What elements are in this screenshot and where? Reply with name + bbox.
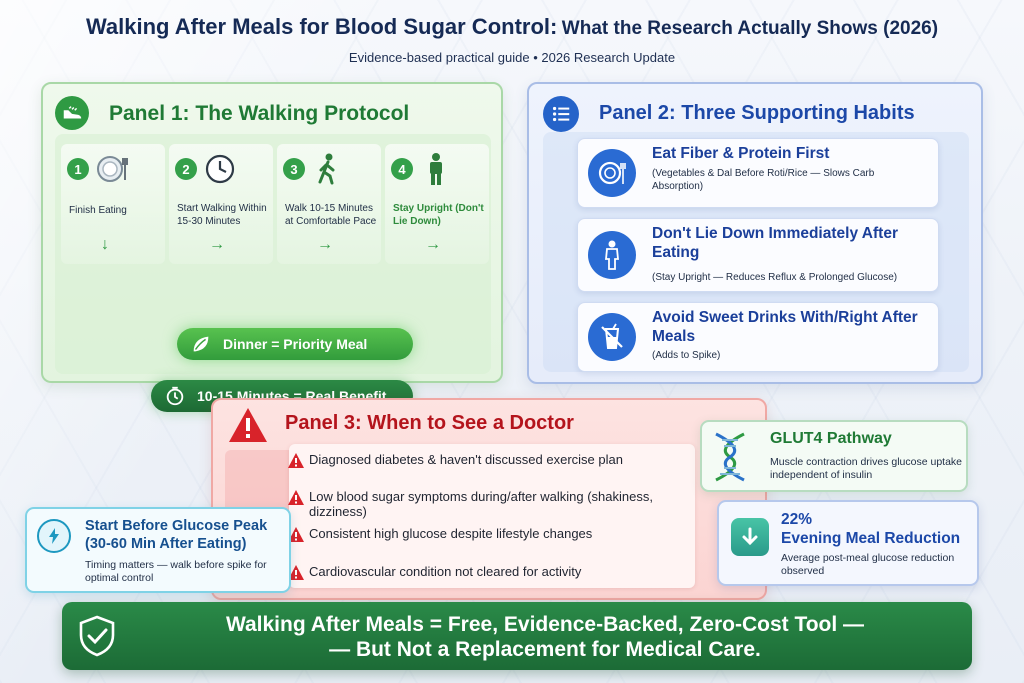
warning-icon xyxy=(288,527,304,542)
plate-icon xyxy=(97,156,128,182)
clock-icon xyxy=(205,154,235,184)
walker-icon xyxy=(318,153,335,185)
protocol-step-4: 4 Stay Upright (Don't Lie Down) → xyxy=(385,144,489,264)
footer-line-1: Walking After Meals = Free, Evidence-Bac… xyxy=(225,613,865,636)
warning-text: Diagnosed diabetes & haven't discussed e… xyxy=(309,452,623,467)
dinner-priority-pill: Dinner = Priority Meal xyxy=(177,328,413,360)
warning-text: Cardiovascular condition not cleared for… xyxy=(309,564,582,579)
timing-title: Start Before Glucose Peak (30-60 Min Aft… xyxy=(85,518,268,552)
panel2-title: Panel 2: Three Supporting Habits xyxy=(599,102,915,124)
footer-line-2: — But Not a Replacement for Medical Care… xyxy=(329,638,761,661)
reduction-subtitle: Average post-meal glucose reduction obse… xyxy=(781,552,955,577)
habit-card-fiber: Eat Fiber & Protein First (Vegetables & … xyxy=(577,138,939,208)
down-arrow-icon: ↓ xyxy=(101,236,109,253)
habit-card-sweet-drinks: Avoid Sweet Drinks With/Right After Meal… xyxy=(577,302,939,372)
habit-subtitle: (Stay Upright — Reduces Reflux & Prolong… xyxy=(652,272,898,283)
right-arrow-icon: → xyxy=(425,236,441,253)
panel2-body: Eat Fiber & Protein First (Vegetables & … xyxy=(543,132,969,372)
timing-card: Start Before Glucose Peak (30-60 Min Aft… xyxy=(25,507,291,593)
lightning-clock-icon xyxy=(37,519,71,553)
right-arrow-icon: → xyxy=(209,236,225,253)
pill-label: Dinner = Priority Meal xyxy=(223,336,368,352)
shield-check-icon xyxy=(79,615,115,657)
habit-title: Avoid Sweet Drinks With/Right After Meal… xyxy=(652,309,918,345)
glut4-title: GLUT4 Pathway xyxy=(770,430,892,447)
plate-icon xyxy=(588,149,636,197)
glut4-card: GLUT4 Pathway Muscle contraction drives … xyxy=(700,420,968,492)
panel-see-doctor: Panel 3: When to See a Doctor Diagnosed … xyxy=(211,398,767,600)
warning-icon xyxy=(229,408,267,442)
step-label: Finish Eating xyxy=(69,205,127,216)
panel3-title: Panel 3: When to See a Doctor xyxy=(285,412,574,434)
panel1-title: Panel 1: The Walking Protocol xyxy=(109,102,410,125)
list-icon xyxy=(543,96,579,132)
down-arrow-icon xyxy=(731,518,769,556)
standing-person-icon xyxy=(430,153,442,185)
step-number: 1 xyxy=(67,158,89,180)
warning-icon xyxy=(288,453,304,468)
panel3-body: Diagnosed diabetes & haven't discussed e… xyxy=(288,444,695,588)
dna-icon xyxy=(715,432,745,482)
protocol-step-3: 3 Walk 10-15 Minutes at Comfortable Pace… xyxy=(277,144,381,264)
step-label: Stay Upright (Don't Lie Down) xyxy=(393,203,484,227)
title-rest: What the Research Actually Shows (2026) xyxy=(561,18,939,39)
protocol-step-1: 1 Finish Eating ↓ xyxy=(61,144,165,264)
habit-title: Eat Fiber & Protein First xyxy=(652,145,830,162)
step-number: 4 xyxy=(391,158,413,180)
panel-walking-protocol: Panel 1: The Walking Protocol 1 Finish E… xyxy=(41,82,503,412)
title-bold: Walking After Meals for Blood Sugar Cont… xyxy=(85,14,558,39)
page-title: Walking After Meals for Blood Sugar Cont… xyxy=(0,14,1024,40)
timing-subtitle: Timing matters — walk before spike for o… xyxy=(85,559,267,584)
footer-text: Walking After Meals = Free, Evidence-Bac… xyxy=(128,612,962,662)
warning-text: Consistent high glucose despite lifestyl… xyxy=(309,526,593,541)
panel-supporting-habits: Panel 2: Three Supporting Habits Eat Fib… xyxy=(527,82,983,384)
page-subtitle: Evidence-based practical guide • 2026 Re… xyxy=(348,50,676,65)
panel1-body: 1 Finish Eating ↓ 2 Start Walking Within… xyxy=(55,134,491,412)
leaf-icon xyxy=(187,330,215,358)
doctor-warning-item: Diagnosed diabetes & haven't discussed e… xyxy=(288,452,689,468)
right-arrow-icon: → xyxy=(317,236,333,253)
step-label: Walk 10-15 Minutes at Comfortable Pace xyxy=(285,203,377,227)
doctor-warning-item: Consistent high glucose despite lifestyl… xyxy=(288,526,689,542)
reduction-card: 22% Evening Meal Reduction Average post-… xyxy=(717,500,979,586)
protocol-step-2: 2 Start Walking Within 15-30 Minutes → xyxy=(169,144,273,264)
step-label: Start Walking Within 15-30 Minutes xyxy=(177,203,267,227)
timer-icon xyxy=(161,382,189,410)
step-number: 2 xyxy=(175,158,197,180)
warning-icon xyxy=(288,565,304,580)
habit-title: Don't Lie Down Immediately After Eating xyxy=(652,225,898,261)
habit-subtitle: (Adds to Spike) xyxy=(652,350,721,361)
step-number: 3 xyxy=(283,158,305,180)
person-icon xyxy=(588,231,636,279)
reduction-title: Evening Meal Reduction xyxy=(781,530,961,547)
habit-card-upright: Don't Lie Down Immediately After Eating … xyxy=(577,218,939,292)
no-drink-icon xyxy=(588,313,636,361)
glut4-subtitle: Muscle contraction drives glucose uptake… xyxy=(770,456,963,481)
doctor-warning-item: Low blood sugar symptoms during/after wa… xyxy=(288,489,689,519)
reduction-value: 22% xyxy=(781,511,813,528)
footer-banner: Walking After Meals = Free, Evidence-Bac… xyxy=(62,602,972,670)
shoe-icon xyxy=(55,96,89,130)
doctor-warning-item: Cardiovascular condition not cleared for… xyxy=(288,564,689,580)
warning-icon xyxy=(288,490,304,505)
habit-subtitle: (Vegetables & Dal Before Roti/Rice — Slo… xyxy=(652,168,875,192)
warning-text: Low blood sugar symptoms during/after wa… xyxy=(309,489,653,519)
